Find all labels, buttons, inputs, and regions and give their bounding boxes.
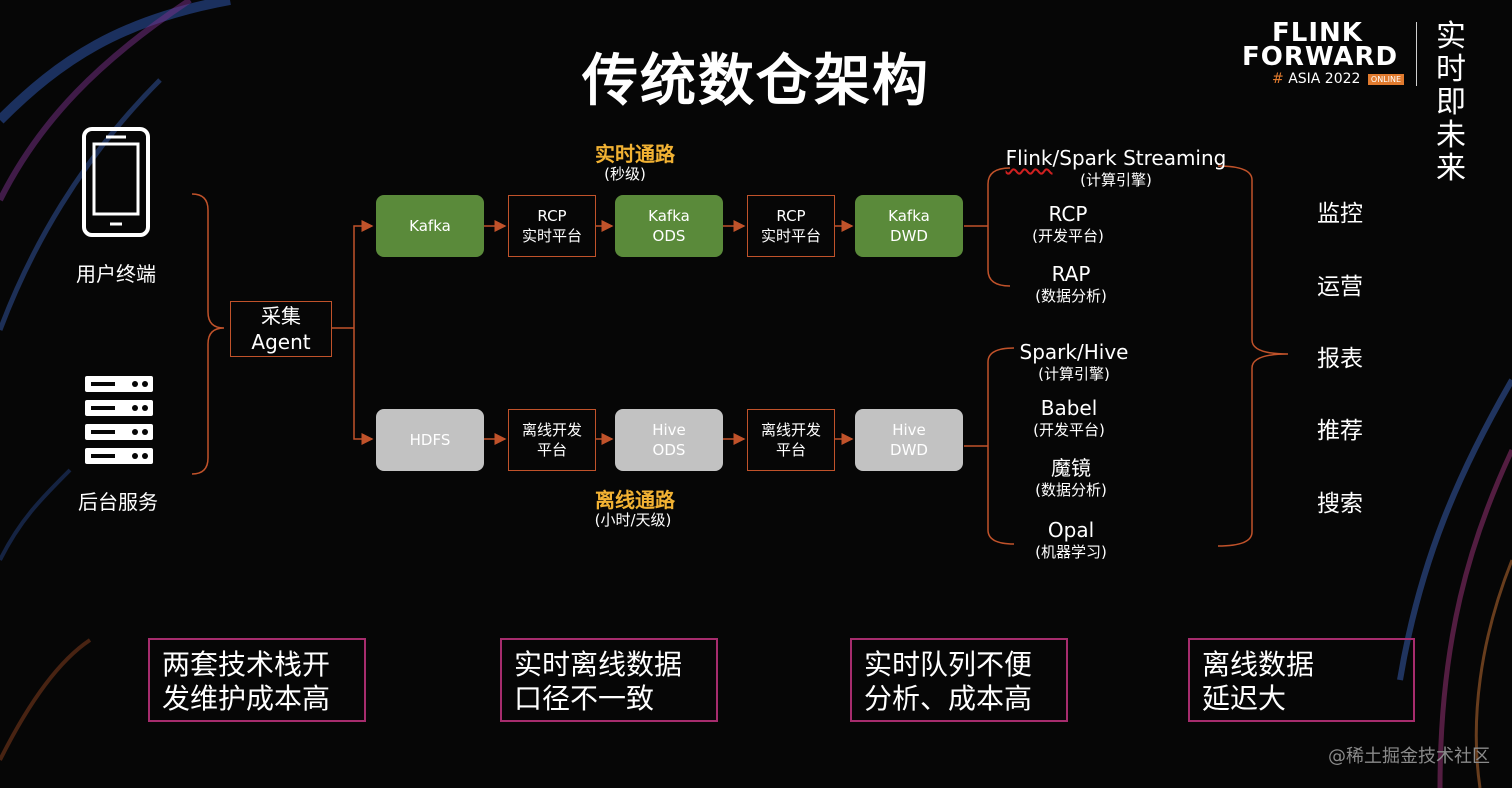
app-recommendation: 推荐	[1317, 418, 1363, 444]
node-line1: RCP	[776, 207, 806, 225]
tool-sub: (开发平台)	[1032, 227, 1104, 245]
logo-divider	[1416, 22, 1417, 86]
offline-node-dev-platform-1: 离线开发平台	[508, 409, 596, 471]
node-line1: RCP	[537, 207, 567, 225]
app-search: 搜索	[1317, 491, 1363, 517]
realtime-tool-compute: Flink/Spark Streaming (计算引擎)	[996, 146, 1236, 190]
node-line2: ODS	[652, 227, 686, 245]
node-line2: DWD	[890, 227, 928, 245]
logo-event: # ASIA 2022 ONLINE	[1272, 71, 1405, 87]
node-line2: ODS	[652, 441, 686, 459]
node-line1: Kafka	[648, 207, 690, 225]
issue-box-4: 离线数据 延迟大	[1188, 638, 1415, 722]
tool-name: RAP	[1051, 262, 1091, 286]
logo-slogan: 实时即未来	[1436, 19, 1466, 186]
collect-line2: Agent	[251, 330, 311, 354]
node-line1: Kafka	[409, 217, 451, 235]
node-line1: HDFS	[409, 431, 451, 449]
logo-line2: FORWARD	[1242, 42, 1399, 72]
app-reports: 报表	[1317, 346, 1363, 372]
offline-path-subtitle: (小时/天级)	[594, 511, 672, 529]
offline-tool-analysis: 魔镜 (数据分析)	[951, 456, 1191, 500]
tool-sub: (计算引擎)	[1038, 365, 1110, 383]
tool-sub: (开发平台)	[1033, 421, 1105, 439]
logo-event-name: ASIA 2022	[1288, 71, 1361, 87]
source-label-backend: 后台服务	[78, 490, 158, 514]
issue-box-3: 实时队列不便 分析、成本高	[850, 638, 1068, 722]
source-label-terminal: 用户终端	[76, 262, 156, 286]
tool-sub: (计算引擎)	[1080, 171, 1152, 189]
realtime-path-title: 实时通路	[595, 142, 675, 166]
tool-name: RCP	[1048, 202, 1088, 226]
node-line1: Hive	[892, 421, 926, 439]
tool-name: Spark/Hive	[1019, 340, 1129, 364]
phone-icon	[82, 127, 150, 237]
node-line1: Hive	[652, 421, 686, 439]
logo-line1: FLINK	[1272, 18, 1363, 48]
offline-path-title: 离线通路	[595, 488, 675, 512]
node-line2: 实时平台	[521, 227, 582, 245]
logo-online-badge: ONLINE	[1367, 73, 1405, 85]
realtime-tool-dev: RCP (开发平台)	[948, 202, 1188, 246]
tool-name-rest: /Spark Streaming	[1052, 146, 1227, 170]
tool-name: 魔镜	[1051, 456, 1091, 480]
node-line2: 实时平台	[760, 227, 821, 245]
server-icon	[85, 376, 153, 464]
collect-agent-node: 采集 Agent	[230, 301, 332, 357]
tool-sub: (数据分析)	[1035, 287, 1107, 305]
app-monitoring: 监控	[1317, 201, 1363, 227]
offline-tool-ml: Opal (机器学习)	[951, 518, 1191, 562]
tool-sub: (数据分析)	[1035, 481, 1107, 499]
node-line2: DWD	[890, 441, 928, 459]
watermark: @稀土掘金技术社区	[1328, 746, 1490, 767]
node-line2: 平台	[775, 441, 806, 459]
offline-node-hdfs: HDFS	[376, 409, 484, 471]
flink-forward-logo: FLINK FORWARD # ASIA 2022 ONLINE 实时即未来	[1240, 18, 1510, 185]
issue-box-1: 两套技术栈开 发维护成本高	[148, 638, 366, 722]
tool-name-flink: Flink	[1005, 146, 1053, 170]
node-line1: 离线开发	[760, 421, 821, 439]
issue-box-2: 实时离线数据 口径不一致	[500, 638, 718, 722]
realtime-node-kafka: Kafka	[376, 195, 484, 257]
realtime-node-rcp-1: RCP 实时平台	[508, 195, 596, 257]
offline-node-dev-platform-2: 离线开发平台	[747, 409, 835, 471]
collect-line1: 采集	[260, 304, 301, 328]
realtime-node-rcp-2: RCP 实时平台	[747, 195, 835, 257]
node-line2: 平台	[536, 441, 567, 459]
tool-name: Babel	[1040, 396, 1098, 420]
offline-tool-dev: Babel (开发平台)	[949, 396, 1189, 440]
page-title: 传统数仓架构	[582, 49, 930, 114]
realtime-tool-analysis: RAP (数据分析)	[951, 262, 1191, 306]
app-operations: 运营	[1317, 274, 1363, 300]
logo-hash: #	[1272, 71, 1284, 87]
tool-name: Opal	[1047, 518, 1095, 542]
offline-tool-compute: Spark/Hive (计算引擎)	[954, 340, 1194, 384]
realtime-path-subtitle: (秒级)	[604, 165, 646, 183]
node-line1: 离线开发	[521, 421, 582, 439]
node-line1: Kafka	[888, 207, 930, 225]
tool-sub: (机器学习)	[1035, 543, 1107, 561]
